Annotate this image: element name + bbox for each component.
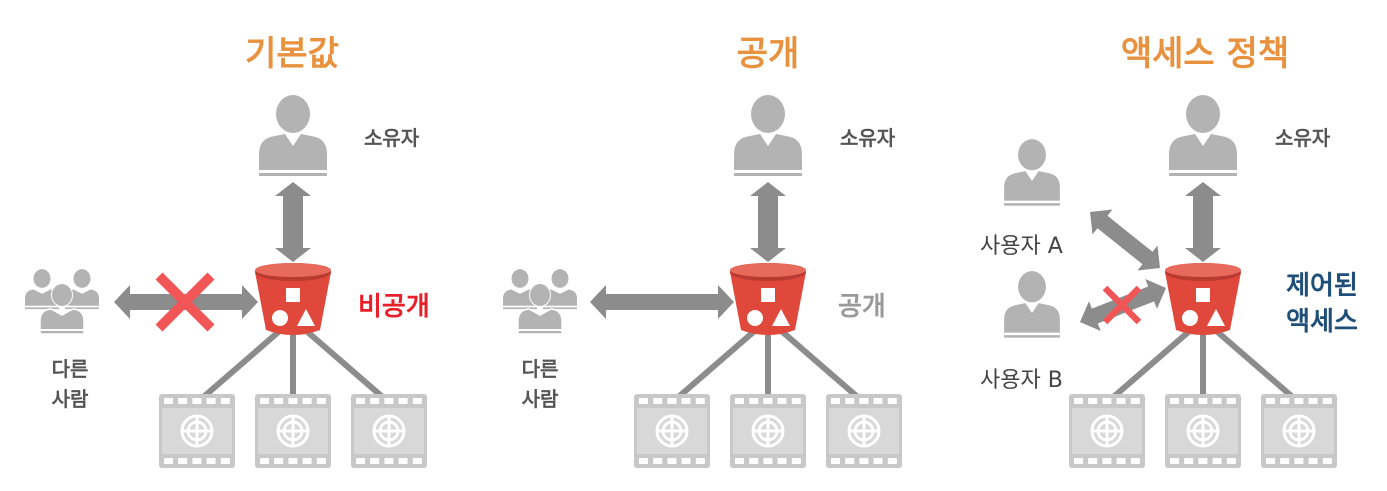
panel3-owner-person-icon <box>1169 95 1237 176</box>
panel2-others-line2: 사람 <box>521 387 559 411</box>
panel3-deny-x-icon <box>1102 285 1142 325</box>
panel1-film-icon-2 <box>255 394 331 468</box>
panel3-film-icon-1 <box>1069 394 1145 468</box>
panel2-owner-label: 소유자 <box>840 126 896 150</box>
panel3-owner-label: 소유자 <box>1275 126 1331 150</box>
panel2-others-arrow <box>590 285 734 319</box>
panel1-others-line2: 사람 <box>51 387 89 411</box>
panel3-bucket-icon <box>1165 263 1241 335</box>
panel2-others-label: 다른 사람 <box>500 354 580 414</box>
panel1-owner-person-icon <box>259 95 327 176</box>
panel1-others-group-icon <box>25 269 99 335</box>
panel1-bucket-icon <box>255 263 331 335</box>
panel2-others-line1: 다른 <box>521 357 559 381</box>
panel3-user-a-label: 사용자 A <box>980 234 1063 259</box>
panel3-status-line2: 액세스 <box>1286 307 1358 337</box>
panel1-film-icon-1 <box>159 394 235 468</box>
panel1-status-label: 비공개 <box>358 292 430 322</box>
panel3-status-line1: 제어된 <box>1286 271 1358 301</box>
panel2-links <box>673 325 863 403</box>
panel3-title: 액세스 정책 <box>1120 34 1290 74</box>
panel2-others-group-icon <box>503 269 577 335</box>
panel1-owner-label: 소유자 <box>364 126 420 150</box>
panel2-title: 공개 <box>736 34 800 74</box>
panel2-film-icon-3 <box>826 394 902 468</box>
panel2-owner-person-icon <box>734 95 802 176</box>
panel3-status-label: 제어된 액세스 <box>1262 268 1382 340</box>
panel3-links <box>1108 325 1298 403</box>
panel3-user-a-arrow <box>1090 209 1160 271</box>
panel1-others-label: 다른 사람 <box>30 354 110 414</box>
panel3-owner-arrow <box>1185 182 1221 262</box>
panel2-film-icon-2 <box>730 394 806 468</box>
panel2-bucket-icon <box>730 263 806 335</box>
panel1-deny-x-icon <box>155 272 215 332</box>
panel1-links <box>198 325 388 403</box>
panel3-user-b-person-icon <box>1004 271 1060 338</box>
panel2-status-label: 공개 <box>838 292 886 322</box>
panel1-title: 기본값 <box>245 34 339 74</box>
panel3-user-b-label: 사용자 B <box>980 368 1063 393</box>
panel3-film-icon-3 <box>1261 394 1337 468</box>
panel2-film-icon-1 <box>634 394 710 468</box>
panel1-film-icon-3 <box>351 394 427 468</box>
panel1-others-line1: 다른 <box>51 357 89 381</box>
panel3-film-icon-2 <box>1165 394 1241 468</box>
panel2-owner-arrow <box>750 182 786 262</box>
panel1-owner-arrow <box>275 182 311 262</box>
panel3-user-a-person-icon <box>1004 139 1060 206</box>
